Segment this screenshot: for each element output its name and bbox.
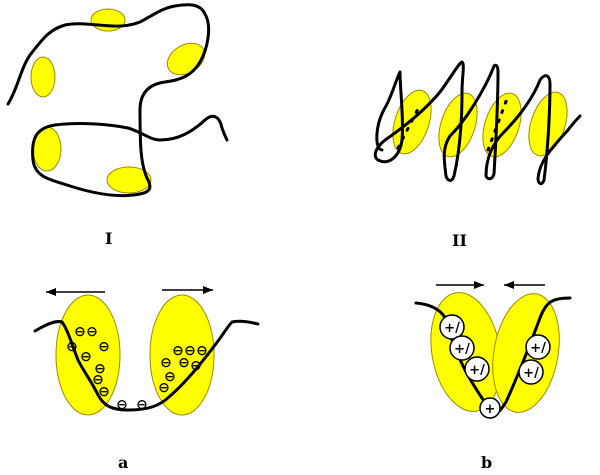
mixed-charge: +/ — [450, 336, 474, 360]
mixed-charge-sign: +/ — [530, 341, 546, 356]
mixed-charge-sign: +/ — [444, 321, 460, 336]
mixed-charge-sign: +/ — [523, 366, 539, 381]
negative-charge: ⊖ — [190, 358, 202, 374]
negative-charge: ⊖ — [66, 339, 78, 355]
bead — [31, 57, 55, 97]
negative-charge: ⊖ — [116, 397, 128, 413]
positive-charge: + — [480, 398, 500, 418]
panel-label-I: I — [105, 229, 112, 248]
panel-I-coil: I — [8, 5, 227, 248]
mixed-charge: +/ — [526, 335, 550, 359]
mixed-charge-sign: +/ — [454, 342, 470, 357]
negative-charge: ⊖ — [164, 369, 176, 385]
panel-a-repulsion: ⊖ ⊖ ⊖ ⊖ ⊖ ⊖ ⊖ ⊖ ⊖ ⊖ ⊖ ⊖ ⊖ ⊖ ⊖ ⊖ ⊖ ⊖ a — [35, 286, 258, 472]
panel-b-attraction: +/ +/ +/ +/ +/ + b — [416, 281, 570, 472]
negative-charge: ⊖ — [98, 384, 110, 400]
panel-label-a: a — [118, 453, 128, 472]
panel-label-II: II — [452, 231, 467, 250]
negative-charge: ⊖ — [80, 349, 92, 365]
bead — [91, 9, 125, 31]
negative-charge: ⊖ — [86, 324, 98, 340]
negative-charge: ⊖ — [98, 339, 110, 355]
chain — [375, 62, 580, 184]
arrow-right — [162, 286, 213, 294]
negative-charge: ⊖ — [178, 355, 190, 371]
negative-charge: ⊖ — [136, 397, 148, 413]
negative-charge: ⊖ — [74, 324, 86, 340]
positive-charge-sign: + — [485, 402, 496, 417]
arrow-left — [504, 281, 545, 289]
arrow-right — [436, 281, 484, 289]
bead — [476, 88, 529, 161]
mixed-charge-sign: +/ — [469, 363, 485, 378]
mixed-charge: +/ — [465, 357, 489, 381]
negative-charge: ⊖ — [160, 355, 172, 371]
panel-label-b: b — [481, 453, 492, 472]
negative-charge: ⊖ — [196, 343, 208, 359]
arrow-left — [46, 288, 105, 296]
mixed-charge: +/ — [519, 360, 543, 384]
panel-II-helix: II — [375, 62, 580, 250]
